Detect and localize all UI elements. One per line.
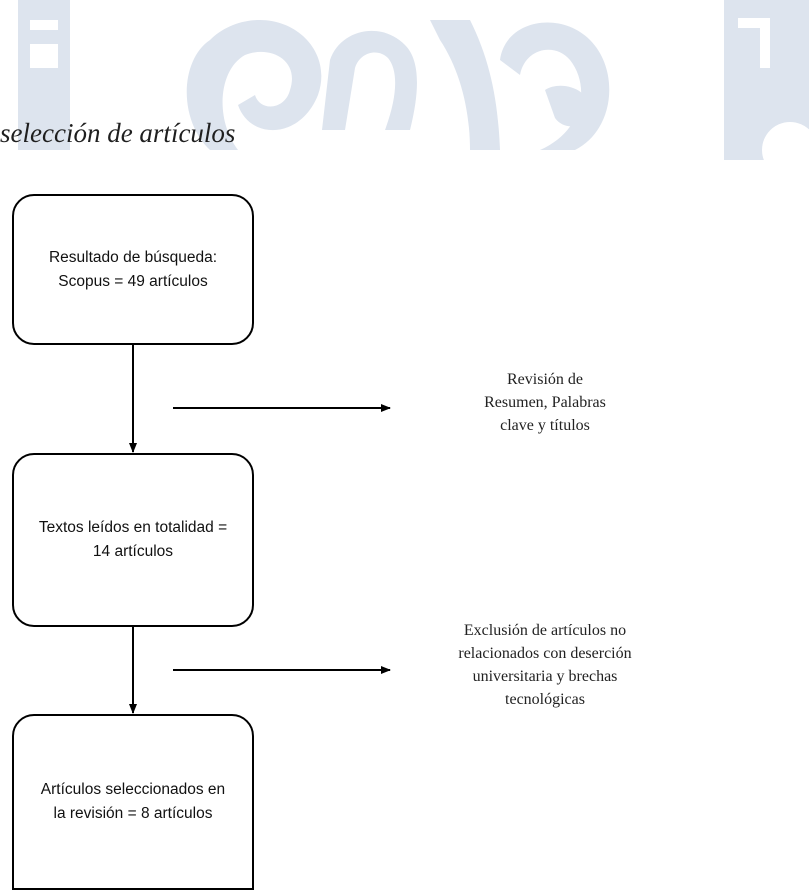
note-line: tecnológicas bbox=[505, 691, 585, 708]
note-line: relacionados con deserción bbox=[458, 645, 632, 662]
note-line: clave y títulos bbox=[500, 417, 590, 434]
box-line: Scopus = 49 artículos bbox=[58, 272, 208, 290]
box-line: Artículos seleccionados en bbox=[40, 781, 226, 798]
box-line: 14 artículos bbox=[92, 543, 174, 560]
box-line: la revisión = 8 artículos bbox=[53, 805, 213, 822]
search-result-box: Resultado de búsqueda: Scopus = 49 artíc… bbox=[12, 194, 254, 345]
box-line: Resultado de búsqueda: bbox=[48, 248, 218, 266]
note-line: Exclusión de artículos no bbox=[463, 622, 627, 639]
figure-title: selección de artículos bbox=[0, 118, 236, 148]
exclusion-criteria-note: Exclusión de artículos no relacionados c… bbox=[415, 619, 675, 711]
selected-articles-box: Artículos seleccionados en la revisión =… bbox=[12, 714, 254, 890]
review-criteria-note: Revisión de Resumen, Palabras clave y tí… bbox=[425, 368, 665, 437]
box-line: Textos leídos en totalidad = bbox=[38, 519, 228, 536]
note-line: Resumen, Palabras bbox=[484, 394, 606, 411]
note-line: Revisión de bbox=[507, 371, 583, 388]
note-line: universitaria y brechas bbox=[472, 668, 618, 685]
university-crest-watermark bbox=[18, 0, 809, 175]
full-text-read-box: Textos leídos en totalidad = 14 artículo… bbox=[12, 453, 254, 627]
